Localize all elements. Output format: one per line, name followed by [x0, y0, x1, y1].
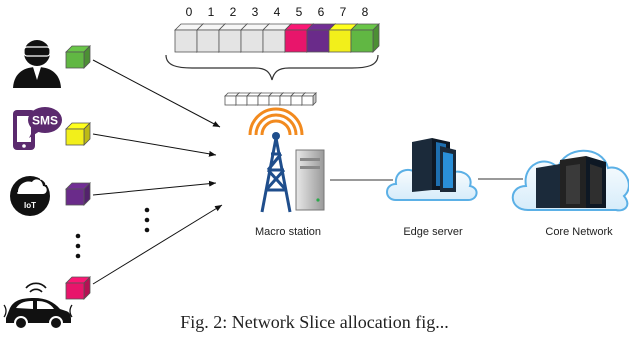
sms-text: SMS	[32, 114, 58, 128]
macro-station-label: Macro station	[255, 226, 321, 238]
slot-index-2: 2	[230, 5, 237, 19]
slot-8	[350, 23, 380, 53]
slot-index-1: 1	[208, 5, 215, 19]
uplink-arrows	[92, 59, 223, 285]
slot-index-6: 6	[318, 5, 325, 19]
slot-index-4: 4	[274, 5, 281, 19]
user-cube-2	[65, 182, 91, 206]
connected-car-icon	[3, 282, 73, 330]
queue-cell-7	[301, 92, 317, 106]
user-cube-3	[65, 276, 91, 300]
arrow-iot	[92, 180, 217, 196]
ellipsis-dots	[75, 207, 150, 259]
slot-index-0: 0	[186, 5, 193, 19]
arrow-car	[92, 204, 223, 285]
sms-phone-icon: SMS	[13, 107, 62, 150]
macro-station-icon	[248, 107, 325, 213]
arrow-sms	[92, 133, 217, 157]
small-queue	[224, 92, 317, 106]
slot-index-8: 8	[362, 5, 369, 19]
iot-text: IoT	[24, 201, 36, 210]
core-network-icon	[511, 149, 629, 212]
edge-server-label: Edge server	[403, 226, 463, 238]
vr-user-icon	[13, 40, 61, 88]
user-cube-1	[65, 122, 91, 146]
user-cube-0	[65, 45, 91, 69]
brace	[165, 54, 379, 81]
core-network-label: Core Network	[545, 226, 613, 238]
slice-slot-bar	[174, 23, 380, 53]
figure-caption: Fig. 2: Network Slice allocation fig...	[180, 312, 449, 332]
arrow-vr	[92, 59, 221, 128]
iot-icon: IoT	[10, 176, 50, 216]
edge-server-icon	[386, 138, 478, 201]
slot-index-5: 5	[296, 5, 303, 19]
user-cubes	[65, 45, 91, 300]
slot-index-3: 3	[252, 5, 259, 19]
slot-index-7: 7	[340, 5, 347, 19]
slot-indices: 0 1 2 3 4 5 6 7 8	[186, 5, 369, 19]
